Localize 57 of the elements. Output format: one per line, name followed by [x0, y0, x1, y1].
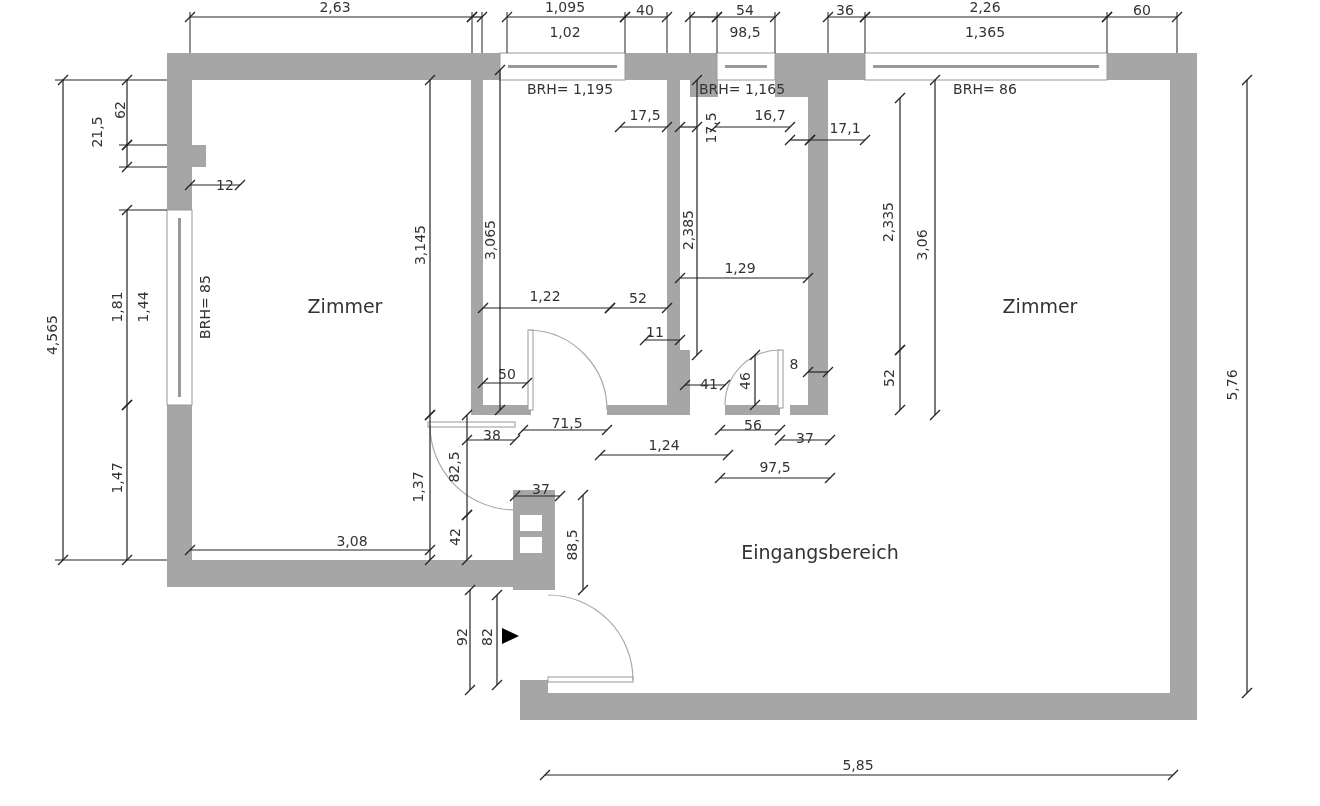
dimension-label: 98,5	[729, 24, 761, 40]
dimension-label: 1,22	[529, 288, 561, 304]
dimension-label: 71,5	[551, 415, 583, 431]
dimension-label: 2,26	[969, 0, 1001, 15]
dimension-label: 62	[112, 101, 128, 119]
dimension-label: 1,24	[648, 437, 680, 453]
dimension-label: 12	[216, 177, 234, 193]
dimension-label: 3,065	[482, 219, 498, 261]
dimension-label: 41	[700, 376, 718, 392]
dimension-label: 92	[454, 628, 470, 646]
sill-height-label: BRH= 1,195	[526, 81, 614, 97]
dimension-label: 54	[736, 2, 754, 18]
dimension-label: 1,29	[724, 260, 756, 276]
dimension-label: 52	[881, 369, 897, 387]
dimension-label: 46	[737, 372, 753, 390]
dimension-label: 17,5	[703, 112, 719, 144]
dimension-label: 3,06	[914, 229, 930, 261]
dimension-label: 1,365	[964, 24, 1006, 40]
sill-height-label: BRH= 1,165	[698, 81, 786, 97]
dimension-label: 17,1	[829, 120, 861, 136]
dimension-label: 1,02	[549, 24, 581, 40]
room-label: Zimmer	[1002, 295, 1078, 317]
dimension-label: 3,08	[336, 533, 368, 549]
dimension-label: 97,5	[759, 459, 791, 475]
sill-height-label: BRH= 86	[953, 81, 1017, 97]
dimension-label: 1,47	[109, 462, 125, 494]
dimension-label: 8	[789, 356, 799, 372]
dimension-label: 2,335	[880, 201, 896, 243]
dimension-label: 2,385	[680, 209, 696, 251]
dimension-label: 1,37	[410, 471, 426, 503]
dimension-label: 37	[796, 430, 814, 446]
dimension-label: 82	[479, 628, 495, 646]
sill-height-label: BRH= 85	[197, 275, 213, 339]
dimension-label: 82,5	[446, 451, 462, 483]
dimension-label: 5,76	[1224, 369, 1240, 401]
dimension-label: 17,5	[629, 107, 661, 123]
dimension-label: 1,81	[109, 291, 125, 323]
room-label: Eingangsbereich	[741, 541, 899, 563]
room-label: Zimmer	[307, 295, 383, 317]
dimension-label: 16,7	[754, 107, 786, 123]
dimension-label: 40	[636, 2, 654, 18]
dimension-label: 21,5	[89, 116, 105, 148]
dimension-label: 42	[447, 528, 463, 546]
dimension-label: 60	[1133, 2, 1151, 18]
dimension-label: 5,85	[842, 757, 874, 773]
dimension-label: 1,095	[544, 0, 586, 15]
dimension-label: 56	[744, 417, 762, 433]
dimension-label: 4,565	[44, 314, 60, 356]
dimension-label: 88,5	[564, 529, 580, 561]
dimension-label: 38	[483, 427, 501, 443]
dimension-label: 36	[836, 2, 854, 18]
dimension-label: 1,44	[135, 291, 151, 323]
dimension-label: 52	[629, 290, 647, 306]
dimension-label: 37	[532, 481, 550, 497]
dimension-label: 3,145	[412, 224, 428, 266]
dimension-label: 11	[646, 324, 664, 340]
dimension-label: 2,63	[319, 0, 351, 15]
